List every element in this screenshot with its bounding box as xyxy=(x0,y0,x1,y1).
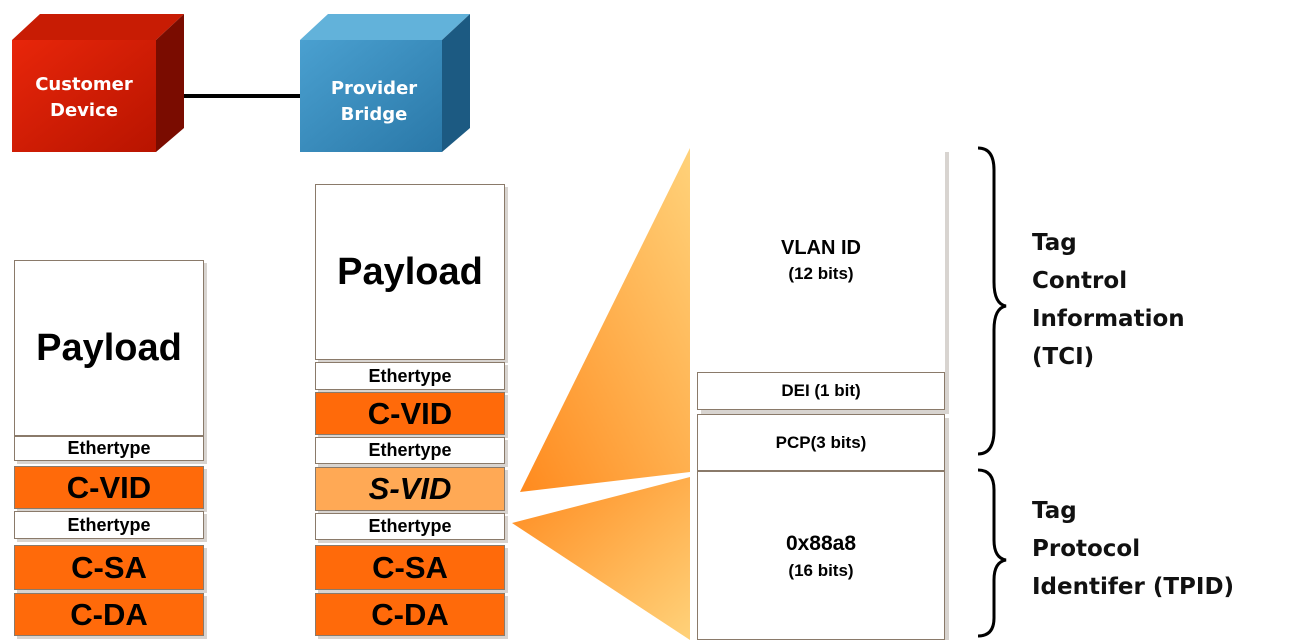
vlan-id-bits: (12 bits) xyxy=(788,264,854,283)
provider-csa: C-SA xyxy=(315,545,505,590)
expansion-cone xyxy=(512,148,690,640)
customer-csa: C-SA xyxy=(14,545,204,590)
tpid-brace xyxy=(977,468,1007,638)
customer-cvid: C-VID xyxy=(14,466,204,509)
braces xyxy=(977,146,1007,638)
dei-field: DEI (1 bit) xyxy=(697,372,945,410)
cone-upper xyxy=(520,148,690,492)
tci-label: Tag Control Information (TCI) xyxy=(1032,230,1185,370)
provider-bridge-box xyxy=(300,14,470,152)
tpid-bits: (16 bits) xyxy=(788,560,854,580)
customer-device-label: Customer Device xyxy=(35,74,133,121)
customer-ethertype-bottom: Ethertype xyxy=(14,511,204,539)
cone-lower xyxy=(512,477,690,640)
vlan-id-label: VLAN ID xyxy=(781,237,861,259)
customer-payload: Payload xyxy=(14,260,204,436)
customer-device-box xyxy=(12,14,184,152)
tpid-label: Tag Protocol Identifer (TPID) xyxy=(1032,498,1235,600)
pcp-field: PCP(3 bits) xyxy=(697,414,945,471)
customer-cda: C-DA xyxy=(14,593,204,636)
tpid-field: 0x88a8 (16 bits) xyxy=(697,471,945,640)
provider-ethertype-3: Ethertype xyxy=(315,513,505,540)
provider-cda: C-DA xyxy=(315,593,505,636)
provider-cvid: C-VID xyxy=(315,392,505,435)
vlan-id-field: VLAN ID (12 bits) xyxy=(697,148,945,372)
provider-payload: Payload xyxy=(315,184,505,360)
provider-svid: S-VID xyxy=(315,467,505,511)
devices-illustration xyxy=(12,14,470,152)
tci-brace xyxy=(977,146,1007,456)
provider-ethertype-1: Ethertype xyxy=(315,362,505,390)
provider-bridge-label: Provider Bridge xyxy=(330,78,418,125)
provider-ethertype-2: Ethertype xyxy=(315,437,505,464)
tpid-value: 0x88a8 xyxy=(785,531,857,555)
customer-ethertype-top: Ethertype xyxy=(14,436,204,461)
